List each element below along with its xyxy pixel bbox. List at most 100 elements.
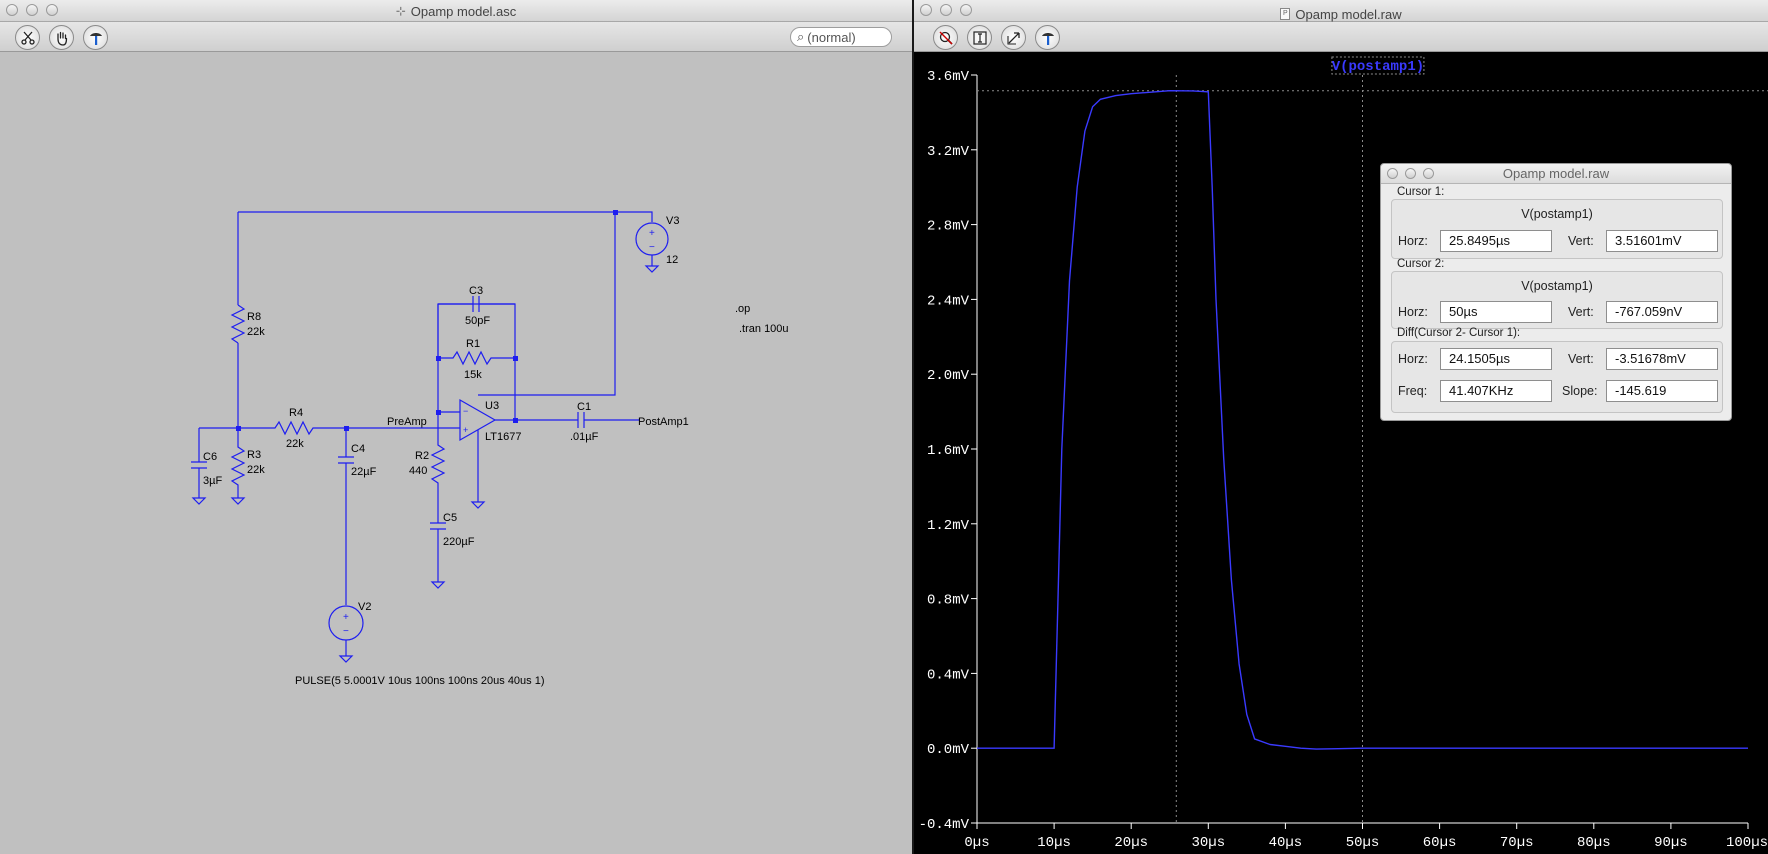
cursor2-horz-field[interactable]: 50µs	[1440, 301, 1552, 323]
spice-directive-tran[interactable]: .tran 100u	[739, 323, 789, 335]
y-tick-label: 3.2mV	[927, 144, 970, 160]
resistor-r4[interactable]	[238, 420, 346, 436]
wire	[238, 211, 653, 222]
y-tick-label: 3.6mV	[927, 69, 970, 85]
schematic-doc-icon: ⊹	[395, 4, 406, 18]
x-tick-label: 100µs	[1726, 835, 1768, 851]
label-v2-ref: V2	[358, 601, 371, 613]
resistor-r2[interactable]	[430, 412, 446, 582]
y-tick-label: 2.4mV	[927, 293, 970, 309]
x-tick-label: 60µs	[1423, 835, 1457, 851]
close-button[interactable]	[920, 4, 932, 16]
label-v3-ref: V3	[666, 215, 679, 227]
ground-symbol	[470, 430, 486, 509]
diff-vert-label: Vert:	[1568, 352, 1594, 366]
label-r2-value: 440	[409, 465, 427, 477]
resistor-r8[interactable]	[230, 304, 246, 344]
diff-horz-field[interactable]: 24.1505µs	[1440, 348, 1552, 370]
ground-symbol	[191, 497, 207, 505]
schematic-titlebar: ⊹ Opamp model.asc	[0, 0, 912, 22]
label-r4-value: 22k	[286, 438, 304, 450]
y-tick-label: 1.2mV	[927, 518, 970, 534]
diff-slope-label: Slope:	[1562, 384, 1598, 398]
label-v3-value: 12	[666, 254, 678, 266]
y-tick-label: 0.4mV	[927, 667, 970, 683]
minimize-button[interactable]	[940, 4, 952, 16]
diff-freq-label: Freq:	[1398, 384, 1428, 398]
minimize-button[interactable]	[1405, 168, 1416, 179]
cursor1-horz-field[interactable]: 25.8495µs	[1440, 230, 1552, 252]
label-v2-value: PULSE(5 5.0001V 10us 100ns 100ns 20us 40…	[295, 675, 545, 687]
cursor2-label: Cursor 2:	[1397, 258, 1445, 270]
cursor-dialog-titlebar: Opamp model.raw	[1381, 164, 1731, 184]
minus-sign: −	[649, 242, 655, 253]
minus-sign: −	[343, 626, 349, 637]
trace-label[interactable]: V(postamp1)	[1332, 59, 1424, 75]
cursor1-vert-label: Vert:	[1568, 234, 1594, 248]
pan-icon[interactable]	[1001, 25, 1026, 50]
junction	[344, 426, 349, 431]
zoom-button[interactable]	[46, 4, 58, 16]
waveform-toolbar	[914, 22, 1768, 52]
cursor1-group: V(postamp1) Horz: 25.8495µs Vert: 3.5160…	[1391, 199, 1723, 259]
schematic-canvas[interactable]: + − + − − + R8 22k R3 22k R4 22k C6 3µF …	[0, 53, 912, 854]
label-r1-value: 15k	[464, 369, 482, 381]
cursor1-label: Cursor 1:	[1397, 186, 1445, 198]
capacitor-c1[interactable]	[495, 412, 640, 428]
label-u3-ref: U3	[485, 400, 499, 412]
capacitor-c3[interactable]	[438, 296, 515, 312]
diff-slope-field[interactable]: -145.619	[1606, 380, 1718, 402]
zoom-button[interactable]	[1423, 168, 1434, 179]
minimize-button[interactable]	[26, 4, 38, 16]
label-c6-ref: C6	[203, 451, 217, 463]
schematic-toolbar: ⌕	[0, 22, 912, 52]
x-tick-label: 30µs	[1191, 835, 1225, 851]
cursor2-horz-label: Horz:	[1398, 305, 1428, 319]
ground-symbol	[338, 640, 354, 663]
close-button[interactable]	[6, 4, 18, 16]
window-title: Opamp model.asc	[410, 4, 517, 19]
label-r8-ref: R8	[247, 311, 261, 323]
trace-line	[977, 89, 1748, 750]
spice-directive-op[interactable]: .op	[735, 303, 750, 315]
search-field[interactable]: ⌕	[790, 27, 892, 47]
y-tick-label: 2.0mV	[927, 368, 970, 384]
cursor1-vert-field[interactable]: 3.51601mV	[1606, 230, 1718, 252]
x-tick-label: 90µs	[1654, 835, 1688, 851]
search-input[interactable]	[807, 29, 882, 45]
close-button[interactable]	[1387, 168, 1398, 179]
x-tick-label: 20µs	[1114, 835, 1148, 851]
diff-freq-field[interactable]: 41.407KHz	[1440, 380, 1552, 402]
hammer-icon[interactable]	[1035, 25, 1060, 50]
hand-icon[interactable]	[49, 25, 74, 50]
zoom-button[interactable]	[960, 4, 972, 16]
minus-sign: −	[463, 406, 468, 416]
cursor2-vert-field[interactable]: -767.059nV	[1606, 301, 1718, 323]
resistor-r3[interactable]	[230, 428, 246, 498]
label-c1-value: .01µF	[570, 431, 599, 443]
resistor-r1[interactable]	[437, 304, 515, 366]
capacitor-c4[interactable]	[338, 428, 354, 605]
waveform-titlebar: P Opamp model.raw	[914, 0, 1768, 22]
x-tick-label: 80µs	[1577, 835, 1611, 851]
diff-label: Diff(Cursor 2- Cursor 1):	[1397, 327, 1521, 339]
scissors-icon[interactable]	[15, 25, 40, 50]
plus-sign: +	[463, 425, 468, 435]
schematic-window: ⊹ Opamp model.asc ⌕	[0, 0, 912, 854]
hammer-icon[interactable]	[83, 25, 108, 50]
autorange-icon[interactable]	[933, 25, 958, 50]
capacitor-c6[interactable]	[191, 461, 207, 469]
junction	[513, 418, 518, 423]
net-label-preamp: PreAmp	[387, 416, 427, 428]
label-r1-ref: R1	[466, 338, 480, 350]
cursor1-horz-label: Horz:	[1398, 234, 1428, 248]
y-tick-label: 1.6mV	[927, 443, 970, 459]
label-c1-ref: C1	[577, 401, 591, 413]
junction	[236, 426, 241, 431]
cursor-dialog[interactable]: Opamp model.raw Cursor 1: V(postamp1) Ho…	[1380, 163, 1732, 421]
label-c4-value: 22µF	[351, 466, 377, 478]
diff-vert-field[interactable]: -3.51678mV	[1606, 348, 1718, 370]
label-u3-value: LT1677	[485, 431, 522, 443]
zoom-icon[interactable]	[967, 25, 992, 50]
